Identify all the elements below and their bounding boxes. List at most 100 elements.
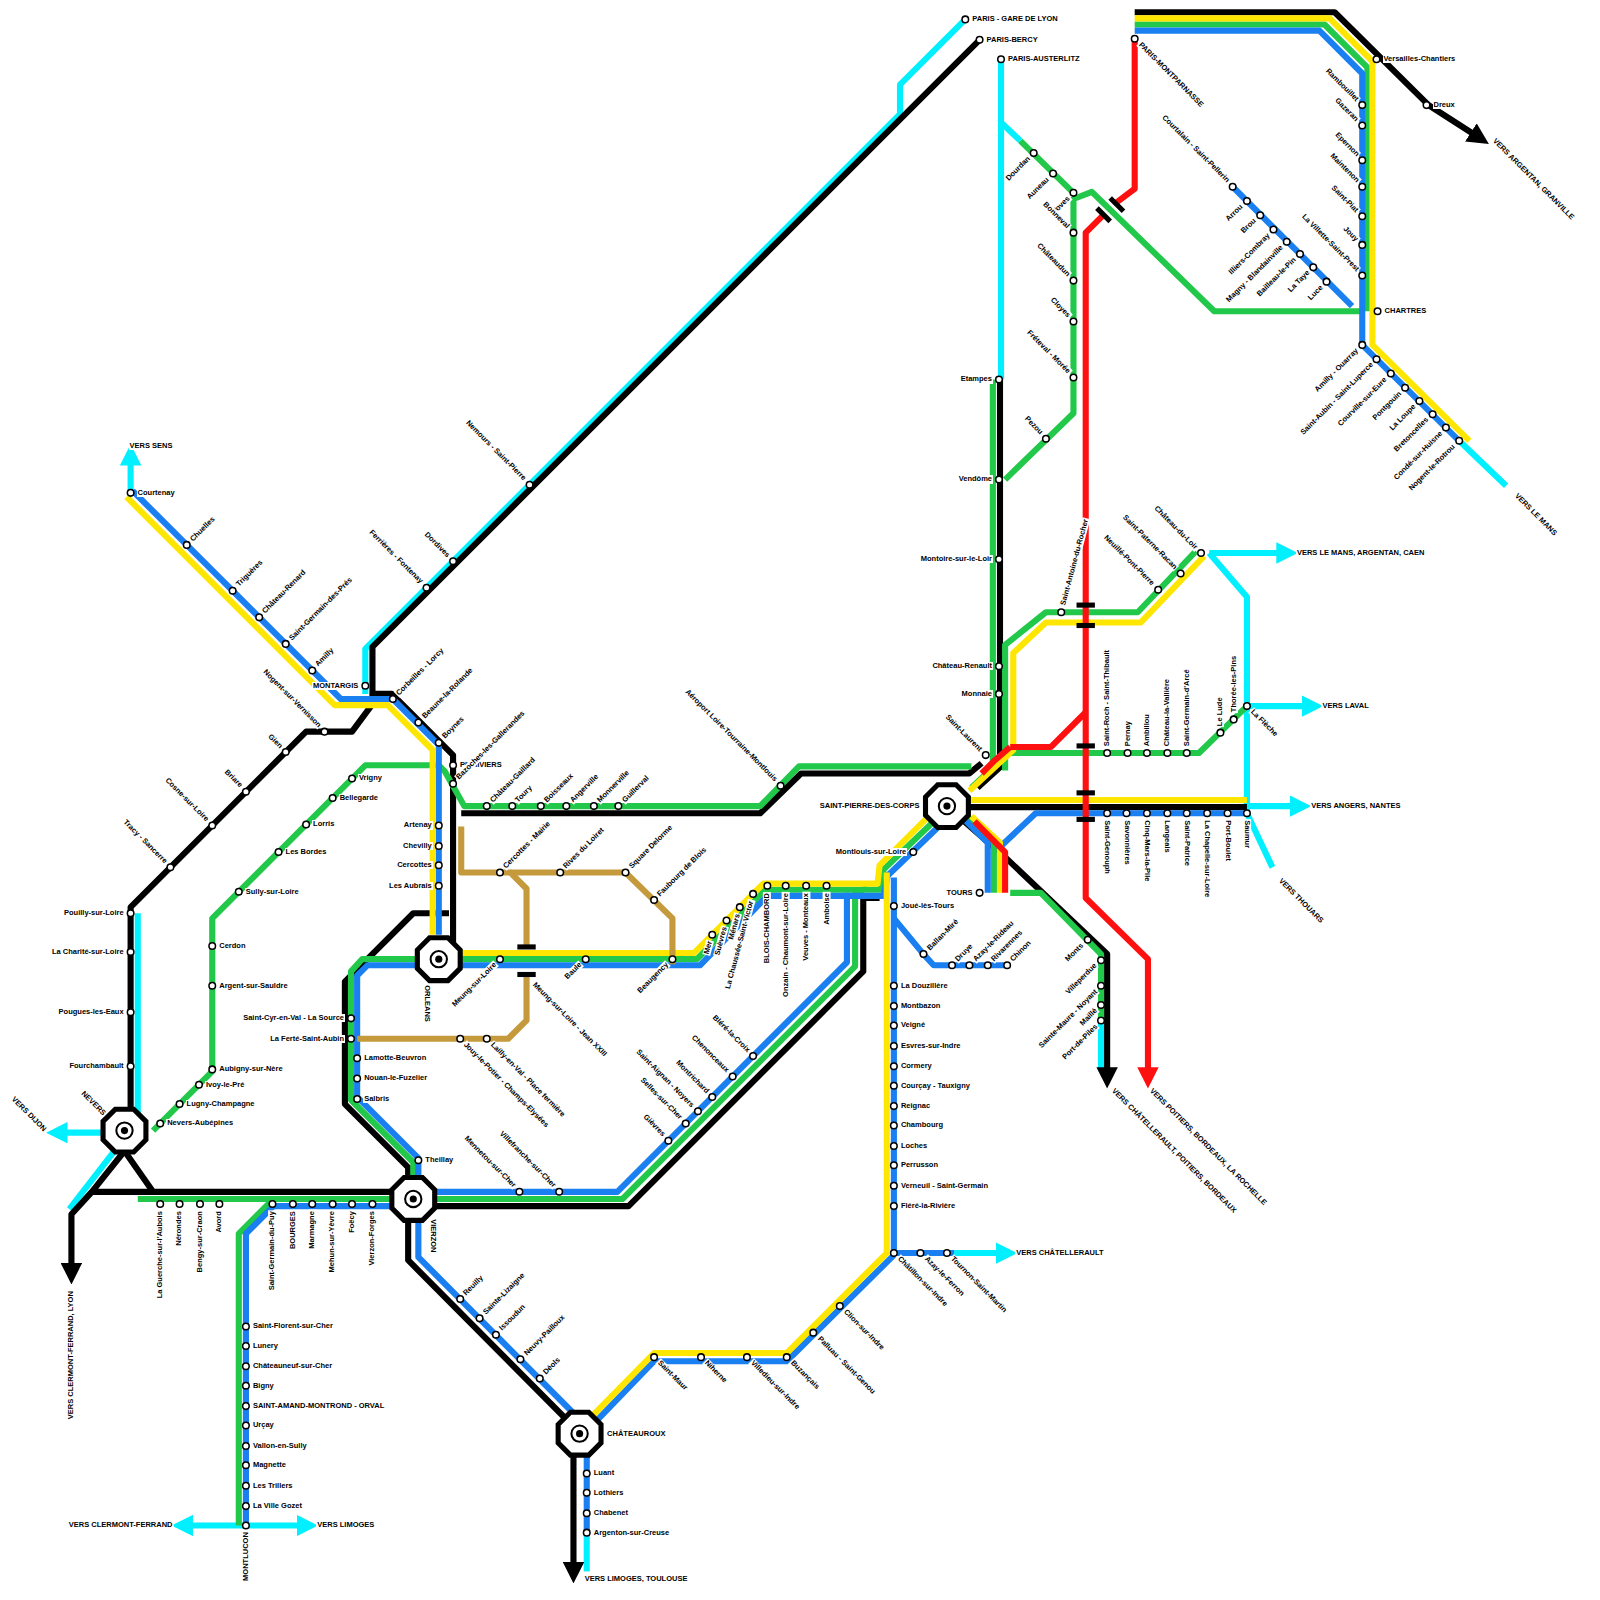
station-label: La Guerche-sur-l'Aubois [156,1210,164,1299]
station-label: Dordives [422,530,452,560]
station-dot [1144,810,1151,817]
terminus-bars [517,198,1123,975]
station-dot [1323,278,1330,285]
station-dot [695,1108,702,1115]
station-dot [1257,212,1264,219]
station-label: Chambourg [900,1121,944,1129]
station-dot [949,962,956,969]
station-label: NEVERS [79,1089,108,1118]
station-dot [436,882,443,889]
station-dot [591,803,598,810]
station-dot [982,752,989,759]
station-dot [583,1490,590,1497]
station-dot [782,882,789,889]
station-dot [497,869,504,876]
black-lines [71,12,1474,1566]
station-dot [777,782,784,789]
station-label: Montlouis-sur-Loire [835,848,907,856]
station-dot [583,1470,590,1477]
station-dot [891,1063,898,1070]
station-label: Lunery [252,1342,279,1350]
station-dot [436,843,443,850]
station-dot [615,803,622,810]
station-label: Vendôme [958,475,993,483]
station-label: Château-la-Vallière [1163,678,1171,747]
station-dot [309,667,316,674]
station-dot [167,864,174,871]
station-label: Aubigny-sur-Nère [218,1065,283,1073]
station-dot [1164,810,1171,817]
station-dot [783,1354,790,1361]
station-label: Chevilly [402,842,433,850]
station-dot [891,1182,898,1189]
station-dot [537,1375,544,1382]
station-dot [329,1201,336,1208]
station-label: BOURGES [289,1210,297,1250]
station-label: Arrou [1224,202,1246,224]
station-dot [891,1103,898,1110]
station-dot [1244,703,1251,710]
station-dot [216,1201,223,1208]
station-label: Briare [222,768,245,791]
station-label: Saint-Germain-d'Arcé [1183,668,1191,747]
station-label: Ivoy-le-Pré [205,1081,245,1089]
station-label: Etampes [960,375,993,383]
station-dot [996,556,1003,563]
station-label: Brou [1239,217,1259,237]
station-label: Lothiers [593,1489,625,1497]
hub-station [417,938,460,981]
station-label: Pernay [1123,720,1131,747]
station-dot [1374,308,1381,315]
station-dot [669,956,676,963]
station-dot [1198,550,1205,557]
terminus-bar [517,944,535,949]
station-dot [1058,609,1065,616]
station-label: Port-de-Piles [1060,1022,1100,1062]
hub-station [103,1109,146,1152]
station-dot [196,1081,203,1088]
station-dot [457,1036,464,1043]
station-dot [309,1201,316,1208]
station-label: Meung-sur-Loire [450,961,499,1010]
rail-line [1005,192,1362,480]
station-dot [1098,1017,1105,1024]
station-label: Château-du-Loir [1151,504,1199,552]
station-label: Port-Boulet [1223,819,1231,862]
station-label: Lamotte-Beuvron [363,1054,427,1062]
station-label: VERS THOUARS [1276,876,1325,925]
station-dot [723,917,730,924]
station-label: Niherne [702,1358,729,1385]
station-label: Saint-Germain-du-Puy [268,1210,276,1291]
station-dot [1070,229,1077,236]
station-label: Vallon-en-Sully [252,1442,308,1450]
station-dot [243,1522,250,1529]
station-label: Urçay [252,1421,275,1429]
station-dot [348,1015,355,1022]
station-dot [349,1201,356,1208]
station-dot [127,490,134,497]
station-label: Beaune-la-Rolande [420,666,475,721]
station-dot [729,1073,736,1080]
rail-line [971,816,1000,893]
station-dot [891,903,898,910]
station-label: Suèvres [713,925,729,957]
station-dot [390,696,397,703]
station-label: VERS ARGENTAN, GRANVILLE [1490,136,1576,222]
rail-line [974,821,1005,892]
station-label: Luant [593,1469,615,1477]
station-dot [1423,102,1430,109]
hubs [103,785,968,1455]
station-label: Argenton-sur-Creuse [593,1529,670,1537]
station-dot [1070,277,1077,284]
station-label: Saint-Antoine-du-Rocher [1059,518,1090,608]
station-label: SAINT-AMAND-MONTROND - ORVAL [252,1402,385,1410]
station-label: Gièvres [640,1113,667,1140]
station-dot [1043,436,1050,443]
rail-line [964,797,1247,803]
station-dot [622,869,629,876]
station-label: VERS SENS [129,442,174,450]
station-dot [348,1036,355,1043]
station-dot [651,897,658,904]
station-dot [810,1329,817,1336]
station-dot [509,803,516,810]
